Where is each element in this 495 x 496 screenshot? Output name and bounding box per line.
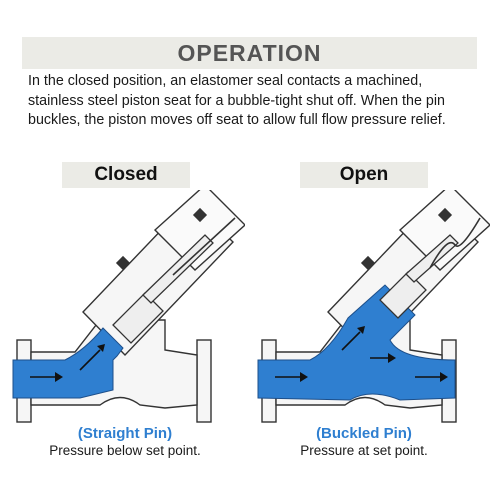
arrow-head [357,326,365,334]
piston-stem [142,234,214,304]
piston [112,292,164,344]
flow-arrow [341,331,361,351]
fluid-inlet [12,327,124,399]
pin-housing [153,190,245,271]
open-label: Open [300,162,428,188]
closed-caption-sub: Pressure below set point. [49,443,201,458]
arrow-head [440,372,448,382]
buckled-pin [429,217,481,269]
bolt [115,255,131,271]
open-caption-sub: Pressure at set point. [300,443,428,458]
arrow-head [55,372,63,382]
bolt [437,207,453,223]
closed-label: Closed [62,162,190,188]
arrow-head [97,344,105,352]
piston [379,271,427,319]
open-valve-diagram [257,190,490,423]
flow-arrow [79,349,101,371]
operation-description: In the closed position, an elastomer sea… [28,73,446,128]
operation-title: OPERATION [22,37,477,69]
open-caption-title: (Buckled Pin) [316,425,412,442]
fluid-flow [257,284,456,401]
closed-caption-title: (Straight Pin) [77,425,173,442]
straight-pin [172,217,236,276]
arrow-head [388,353,396,363]
bolt [360,255,376,271]
outlet-flange [196,339,212,423]
arrow-head [300,372,308,382]
closed-valve-diagram [12,190,245,423]
